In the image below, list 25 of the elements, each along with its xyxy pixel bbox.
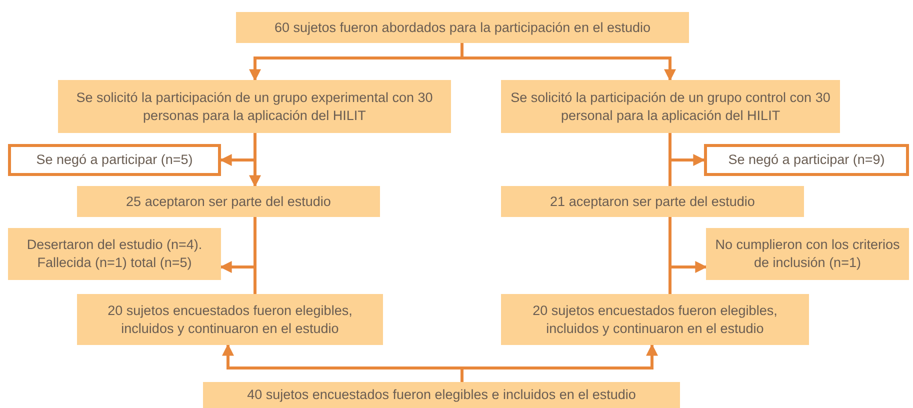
process-box	[58, 80, 451, 133]
process-box	[236, 12, 689, 43]
process-box	[501, 80, 840, 133]
box-text: Se solicitó la participación de un grupo experimental con 30 personas para la aplicación del HILIT	[75, 88, 434, 124]
box-text: 20 sujetos encuestados fueron elegibles, incluidos y continuaron en el estudio	[532, 302, 778, 338]
box-text: 40 sujetos encuestados fueron elegibles e incluidos en el estudio	[247, 386, 636, 404]
box-text: Se negó a participar (n=5)	[36, 151, 193, 169]
process-box	[203, 382, 680, 408]
box-text: Desertaron del estudio (n=4). Fallecida (n=1) total (n=5)	[26, 236, 204, 272]
box-text: No cumplieron con los criterios de inclusión (n=1)	[714, 236, 901, 272]
process-box	[77, 294, 383, 345]
process-box	[77, 186, 380, 217]
process-box	[501, 186, 804, 217]
box-text: 25 aceptaron ser parte del estudio	[126, 192, 331, 210]
box-text: 20 sujetos encuestados fueron elegibles, incluidos y continuaron en el estudio	[106, 302, 354, 338]
box-text: Se solicitó la participación de un grupo control con 30 personal para la aplicación del HILIT	[510, 88, 832, 124]
box-text: 21 aceptaron ser parte del estudio	[550, 192, 755, 210]
process-box	[8, 228, 221, 280]
process-box	[706, 228, 909, 280]
box-text: 60 sujetos fueron abordados para la participación en el estudio	[274, 18, 650, 36]
process-box	[501, 294, 809, 345]
outlined-box	[8, 144, 221, 176]
arrow	[460, 344, 658, 382]
outlined-box	[704, 144, 909, 176]
box-text: Se negó a participar (n=9)	[728, 151, 885, 169]
